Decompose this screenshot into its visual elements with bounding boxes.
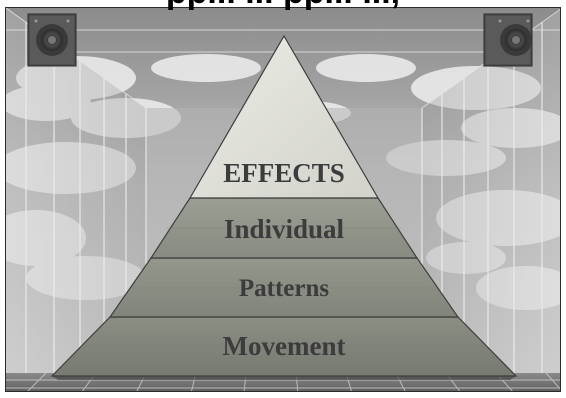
right-wall — [422, 9, 560, 391]
pyramid-label-patterns: Patterns — [239, 275, 330, 302]
pyramid: EFFECTS Individual Patterns Movement — [50, 34, 518, 380]
speaker-icon — [27, 13, 77, 67]
pyramid-level-effects — [188, 34, 380, 199]
scene-graphic: EFFECTS Individual Patterns Movement — [6, 8, 560, 391]
pyramid-label-movement: Movement — [223, 331, 346, 361]
stage-scene: EFFECTS Individual Patterns Movement — [5, 7, 561, 392]
pyramid-label-individual: Individual — [224, 214, 345, 244]
clipped-heading: pp... ... pp... ..., — [0, 0, 566, 9]
left-wall — [6, 8, 146, 391]
speaker-icon — [483, 13, 533, 67]
pyramid-label-effects: EFFECTS — [223, 158, 345, 188]
